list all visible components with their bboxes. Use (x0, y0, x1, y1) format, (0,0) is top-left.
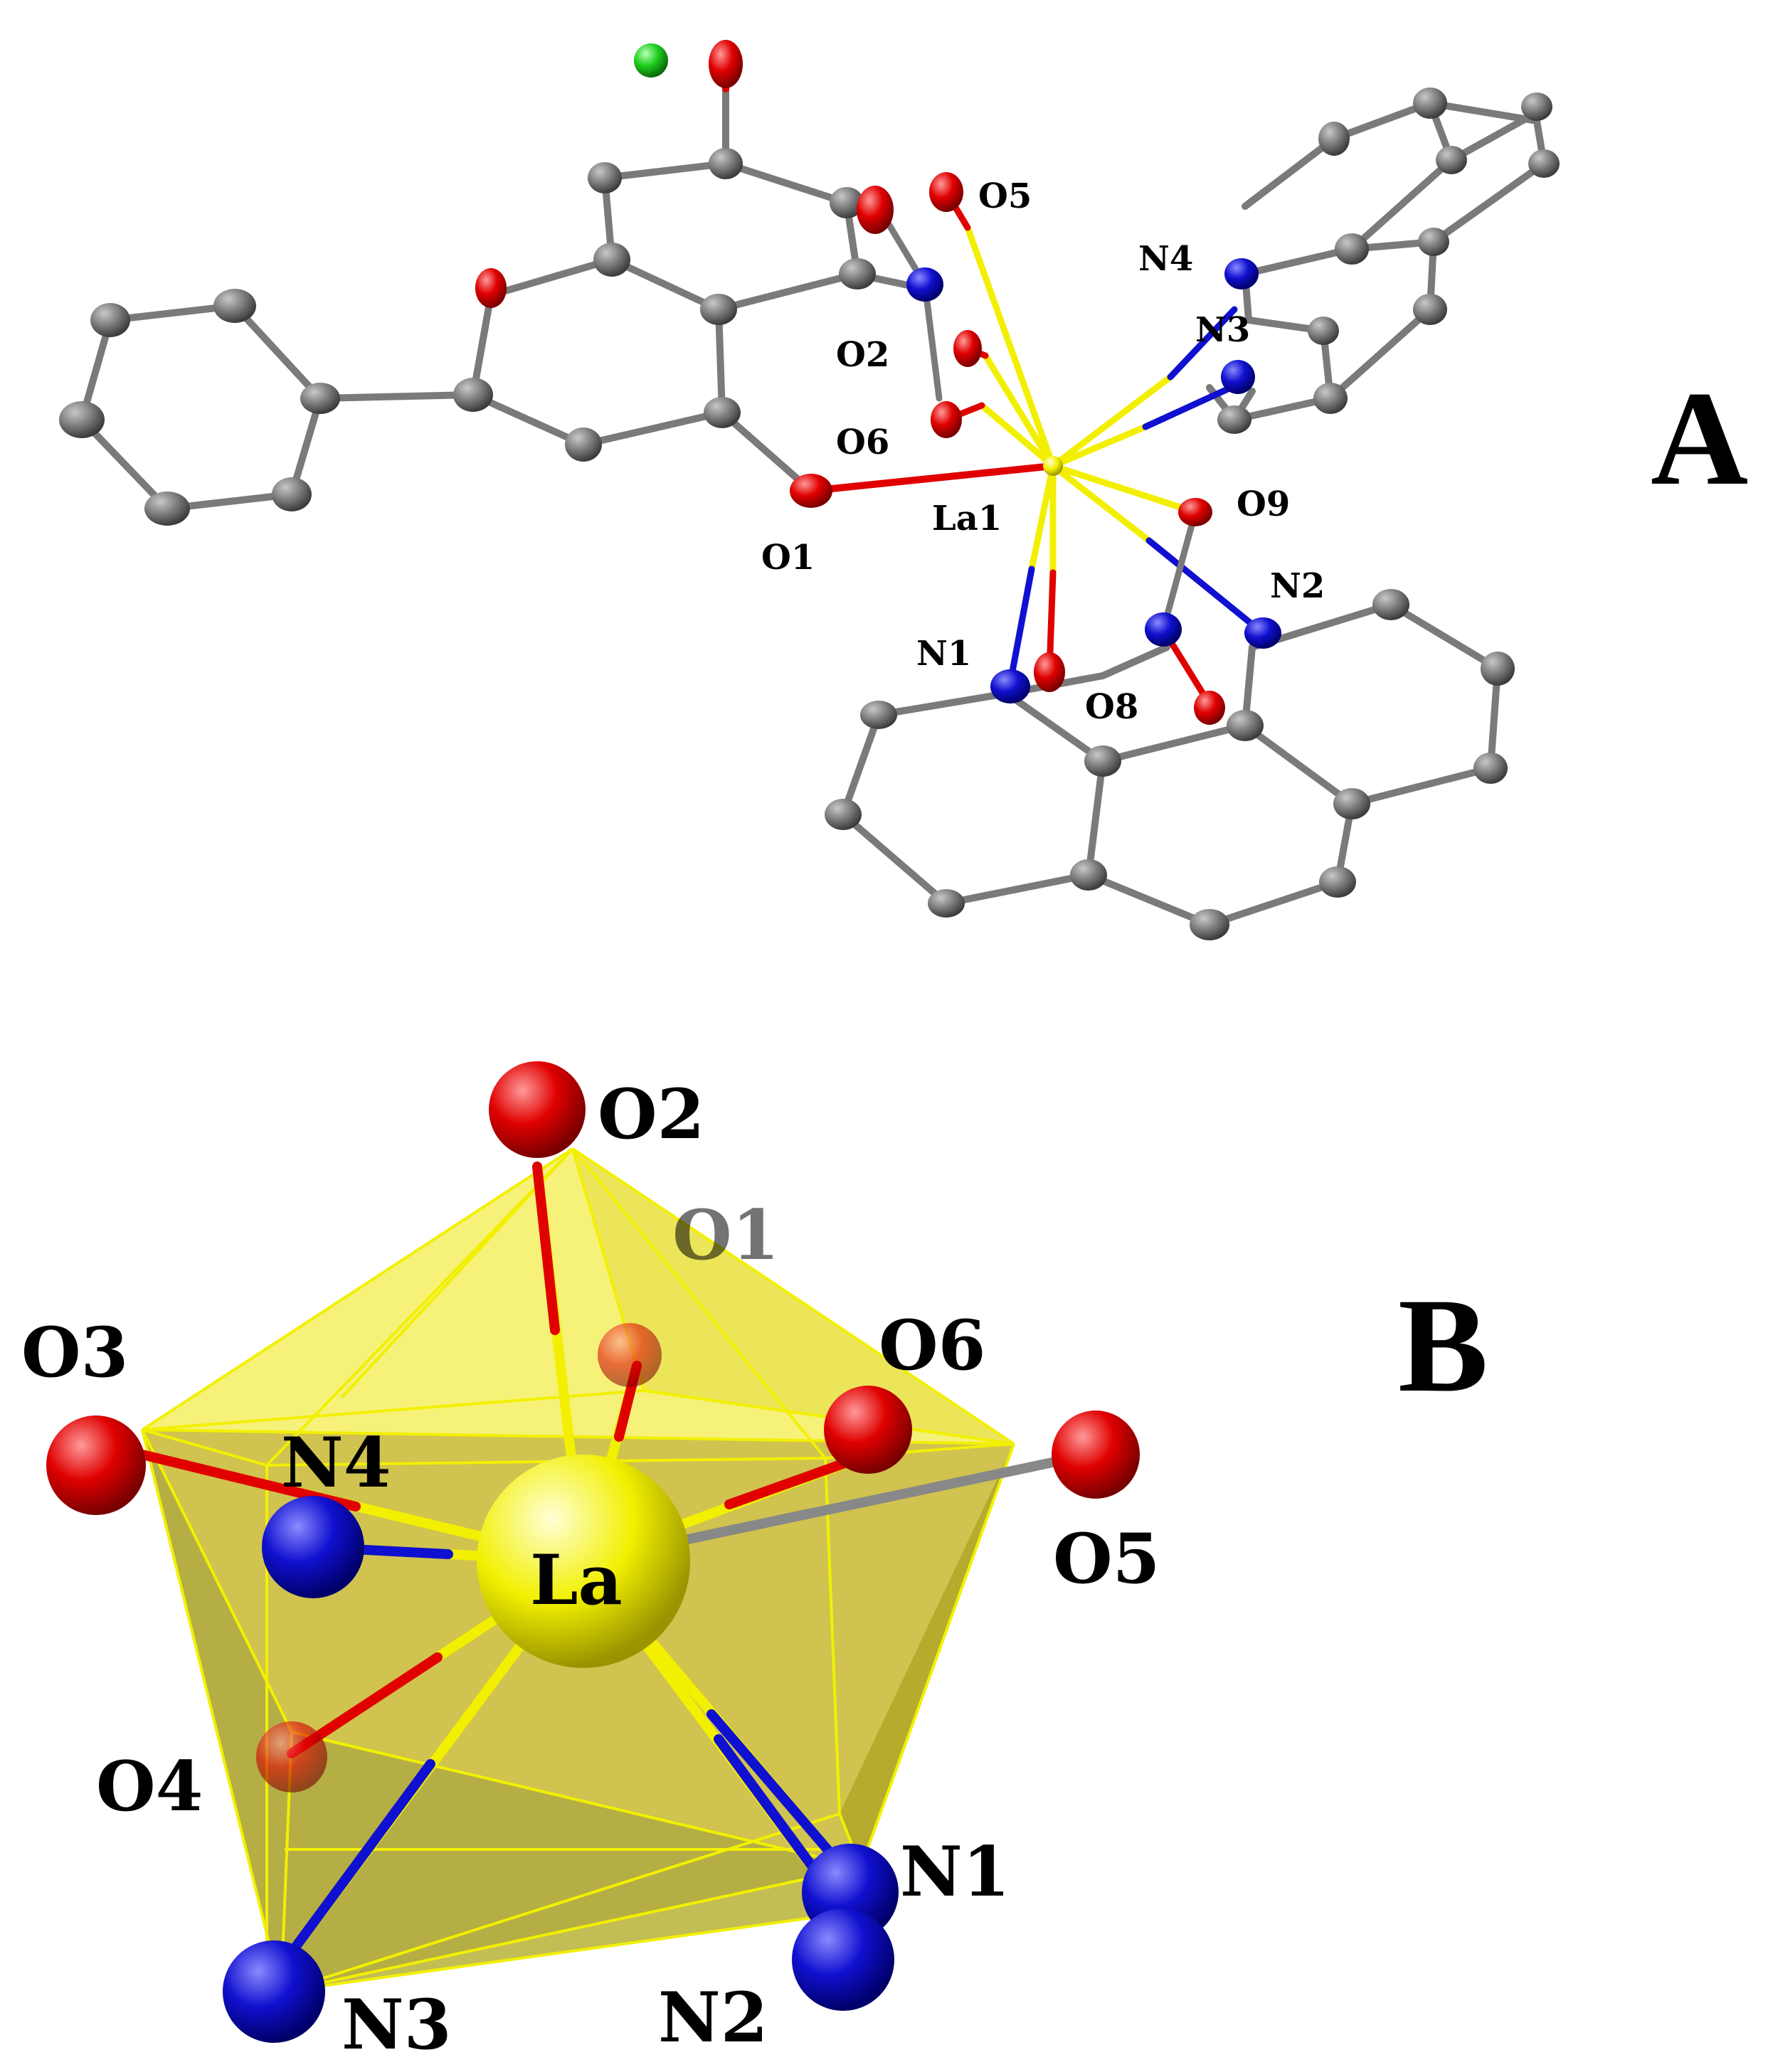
label-o1: O1 (672, 1195, 779, 1275)
panel-letter-a: A (1651, 364, 1748, 514)
label-la: La (530, 1540, 623, 1620)
panel-a-molecular-structure: O5 N4 N3 O2 O6 O1 La1 O9 N2 N1 O8 A (59, 40, 1748, 940)
label-o5: O5 (978, 176, 1032, 216)
label-o8: O8 (1085, 687, 1138, 727)
label-o3: O3 (21, 1312, 128, 1393)
label-la1: La1 (932, 499, 1002, 538)
oxygen-bonds (487, 64, 1057, 494)
chlorine-atom (634, 43, 668, 78)
label-n4: N4 (281, 1423, 391, 1503)
label-n2: N2 (1270, 566, 1325, 606)
carbon-atoms (59, 87, 1560, 940)
label-n4: N4 (1138, 239, 1193, 279)
label-o2: O2 (836, 335, 889, 375)
o6-atom (824, 1386, 912, 1474)
label-n1: N1 (916, 634, 971, 674)
n3-atom (223, 1940, 325, 2043)
label-n3: N3 (1195, 310, 1250, 350)
label-n1: N1 (900, 1832, 1010, 1912)
label-o9: O9 (1237, 484, 1290, 524)
label-o6: O6 (836, 423, 889, 462)
panel-b-coordination-polyhedron: O2 O1 O3 O6 N4 La O5 O4 N1 N3 N2 B (21, 1061, 1488, 2065)
label-o4: O4 (96, 1746, 203, 1827)
n2-atom (792, 1908, 894, 2011)
o5-atom (1052, 1410, 1140, 1499)
o4-atom (256, 1721, 327, 1792)
label-o5: O5 (1053, 1519, 1160, 1599)
oxygen-atoms (475, 40, 1225, 725)
o2-atom (489, 1061, 586, 1158)
label-n3: N3 (342, 1985, 452, 2065)
n4-atom (262, 1496, 364, 1598)
nitrogen-atoms (906, 258, 1281, 703)
o3-atom (46, 1415, 146, 1515)
panel-letter-b: B (1398, 1271, 1488, 1420)
o1-atom (598, 1323, 662, 1387)
label-o6: O6 (879, 1305, 985, 1386)
label-o2: O2 (598, 1074, 704, 1154)
label-o1: O1 (761, 538, 815, 578)
la-center-atom (477, 1455, 690, 1668)
la-atom (1043, 456, 1063, 476)
label-n2: N2 (658, 1977, 768, 2058)
